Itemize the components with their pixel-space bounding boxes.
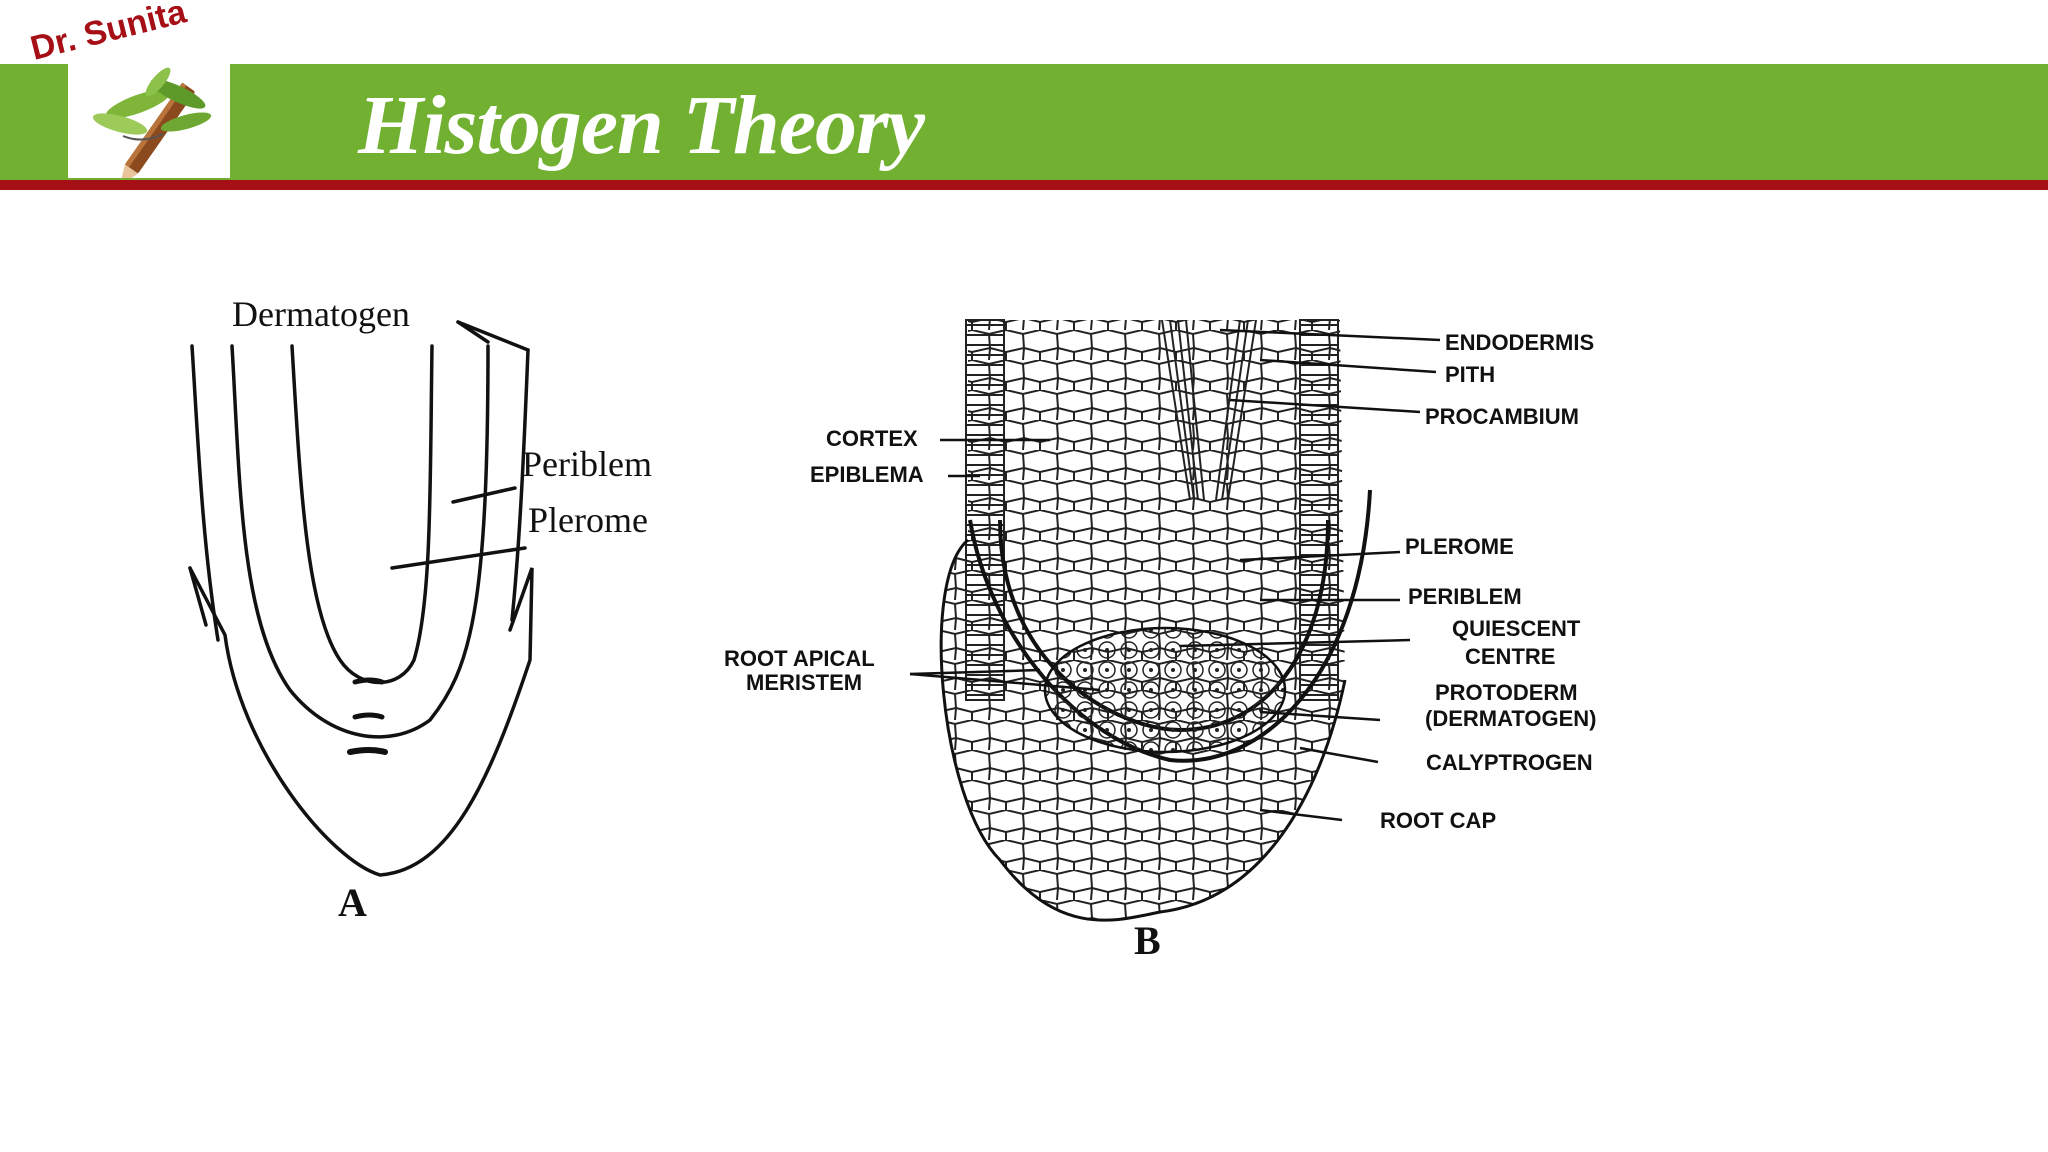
logo-leaf-pencil-icon [68,64,230,186]
title-underline-rule [0,180,2048,190]
panel-label-b: B [1134,918,1161,963]
dermatogen-layer [190,344,220,642]
label-plerome: Plerome [528,500,648,540]
label-periblem: PERIBLEM [1408,584,1522,609]
slide-title: Histogen Theory [358,79,925,172]
epiblema-layer [965,319,1005,701]
label-meristem: MERISTEM [746,670,862,695]
label-procambium: PROCAMBIUM [1425,404,1579,429]
label-root-cap: ROOT CAP [1380,808,1496,833]
root-cap-outline [188,566,534,877]
label-periblem: Periblem [522,444,652,484]
quiescent-centre [1043,626,1287,754]
brand-name: Dr. Sunita [27,6,191,66]
panel-label-a: A [338,880,367,925]
plerome-layer [290,344,434,685]
label-centre: CENTRE [1465,644,1555,669]
label-calyptrogen: CALYPTROGEN [1426,750,1593,775]
svg-text:Dr. Sunita: Dr. Sunita [27,6,191,66]
procambium-strands [1161,319,1257,501]
label-dermatogen: Dermatogen [232,294,410,334]
label-pith: PITH [1445,362,1495,387]
title-band [0,64,2048,180]
label-epiblema: EPIBLEMA [810,462,924,487]
label-protoderm: PROTODERM [1435,680,1578,705]
diagram-b-root-apex: ENDODERMIS PITH PROCAMBIUM PLEROME PERIB… [724,319,1597,963]
label-cortex: CORTEX [826,426,918,451]
diagram-a-histogen-schematic: Dermatogen Periblem Plerome A [188,294,652,925]
label-endodermis: ENDODERMIS [1445,330,1594,355]
label-plerome: PLEROME [1405,534,1514,559]
periblem-layer [230,344,490,739]
label-root-apical: ROOT APICAL [724,646,875,671]
label-dermatogen: (DERMATOGEN) [1425,706,1597,731]
label-quiescent: QUIESCENT [1452,616,1581,641]
